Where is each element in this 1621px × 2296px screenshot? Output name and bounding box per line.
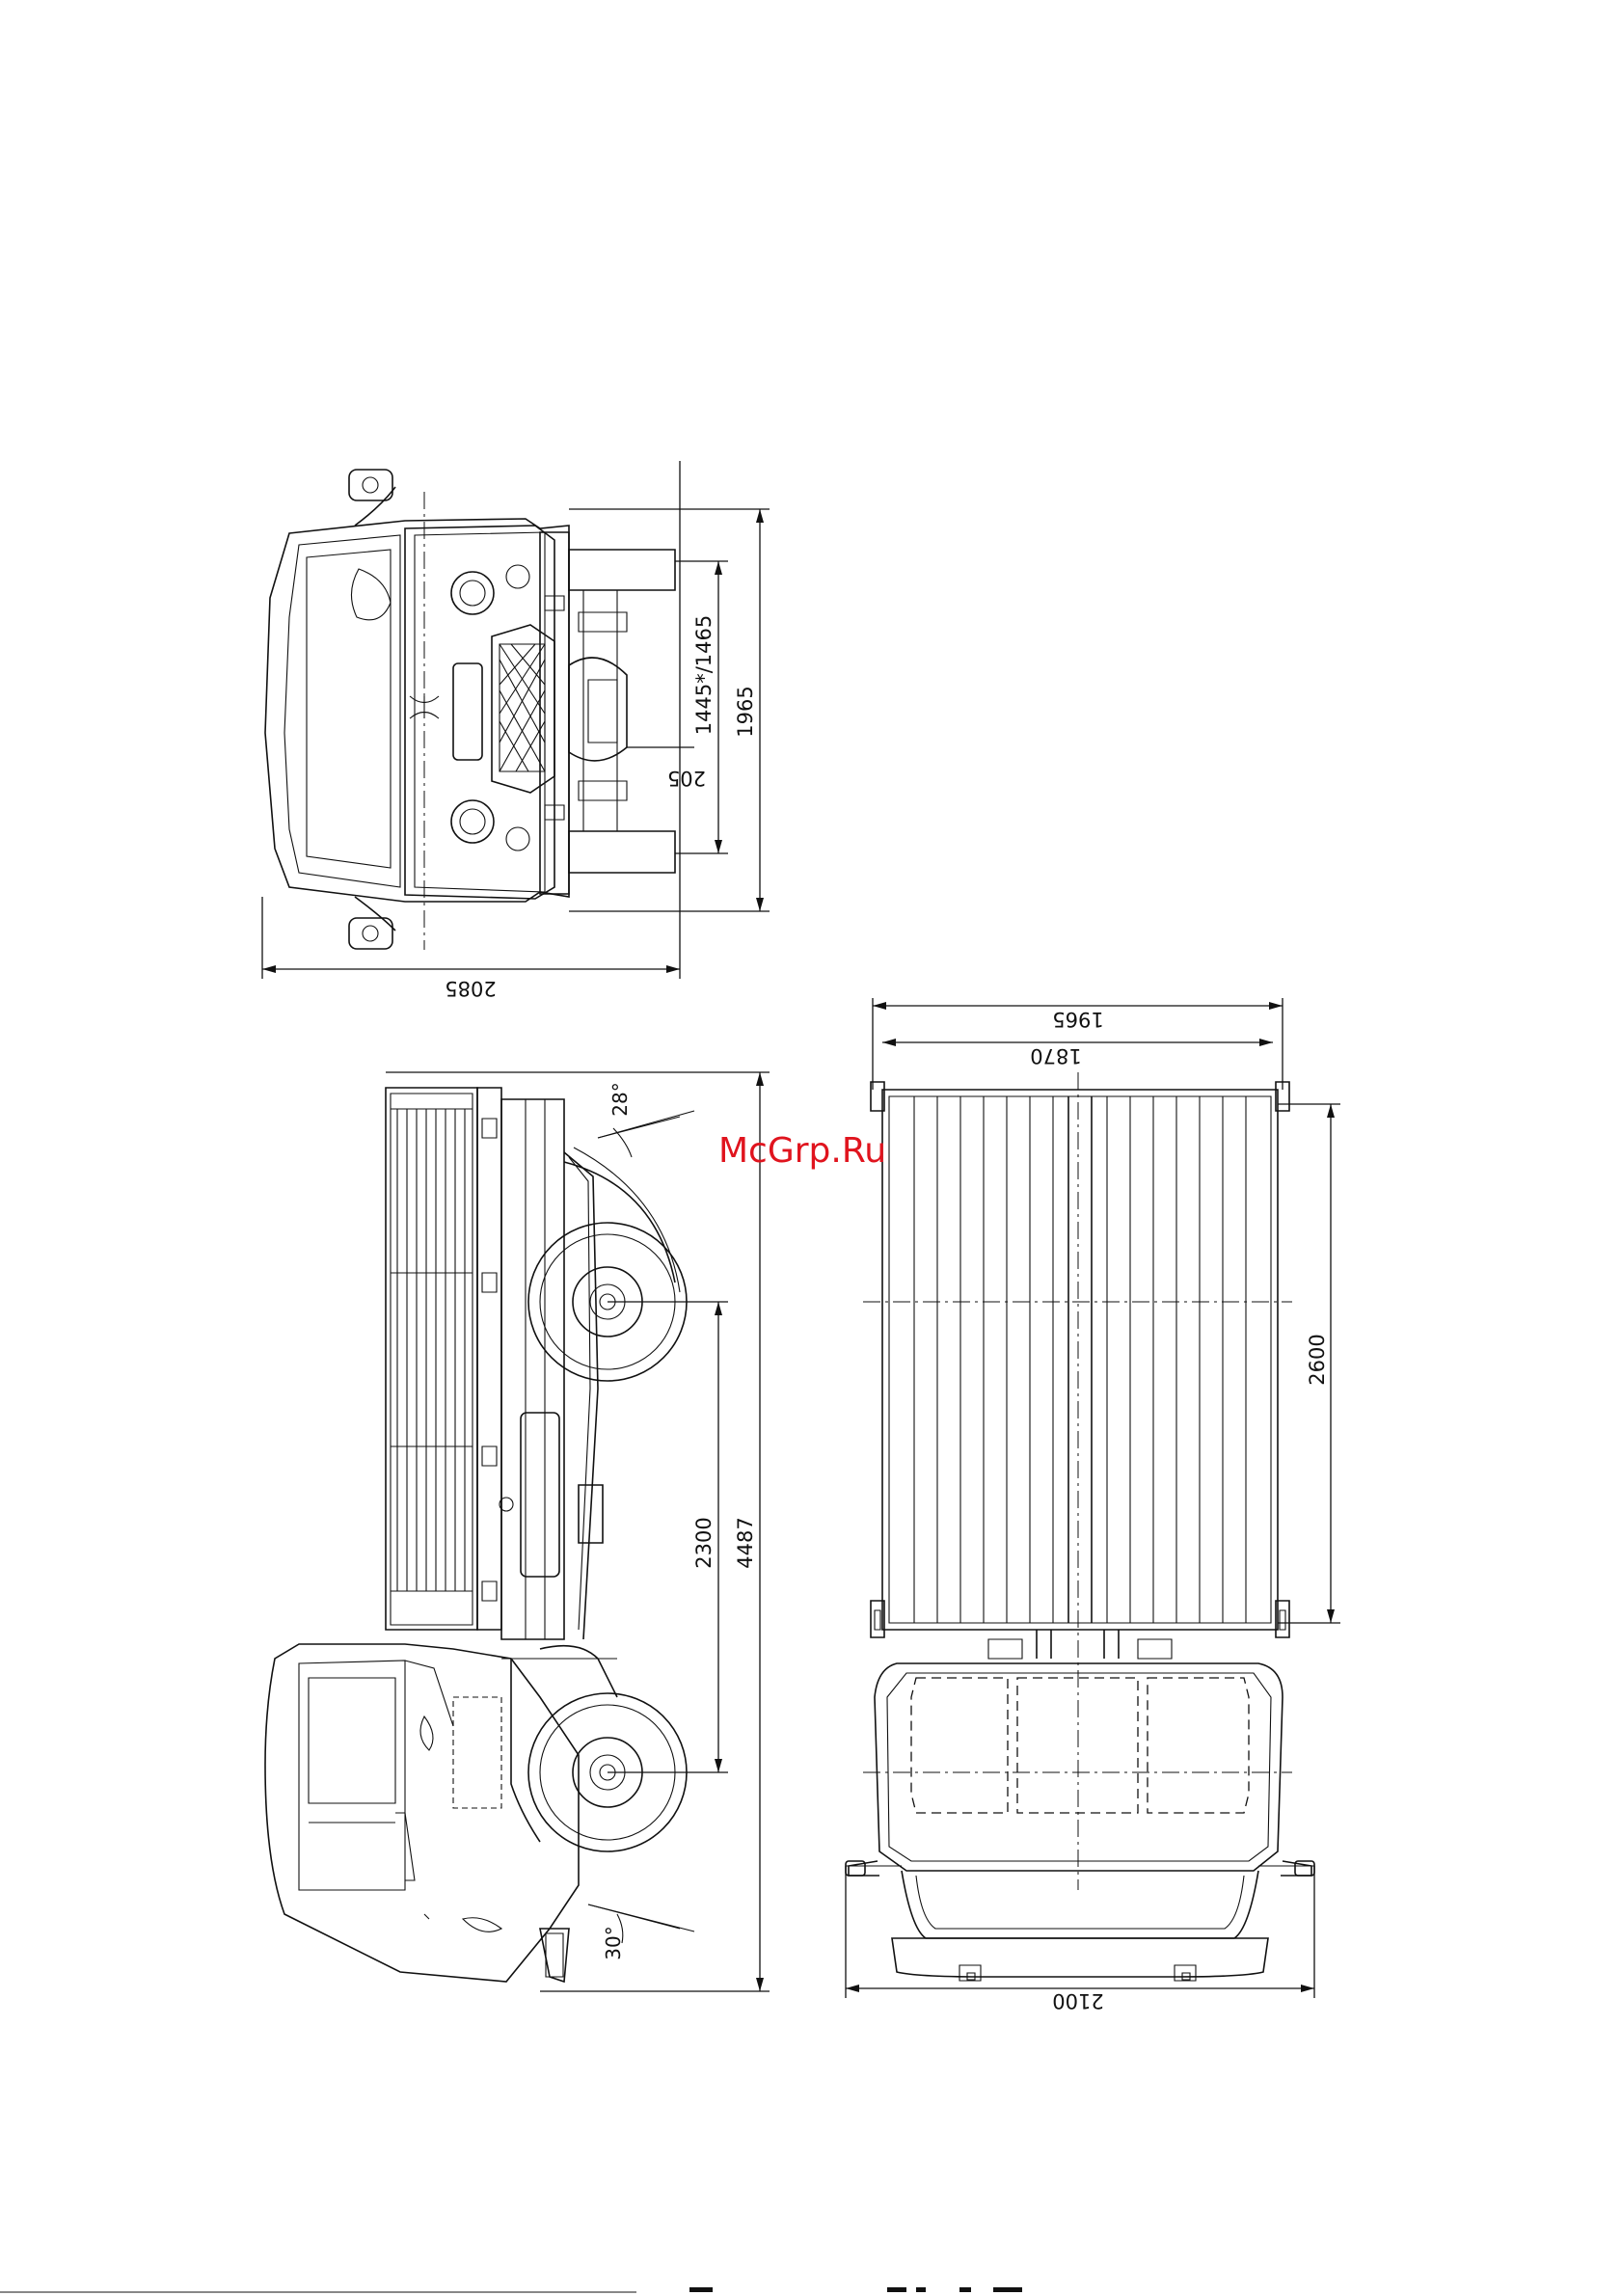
dim-mirror-offset: 205 [667,767,706,790]
dim-body-inner-width: 1870 [1030,1044,1081,1067]
dim-overall-length: 4487 [734,1517,757,1568]
side-view-labels: 4487 2300 28° 30° [602,1082,757,1959]
dim-height: 1965 [734,686,757,737]
side-view [265,1088,687,1982]
dim-body-length: 2600 [1306,1334,1329,1385]
top-view [846,1072,1314,1981]
dim-wheelbase: 2300 [692,1517,716,1568]
scan-edge [0,2287,1022,2292]
dim-overall-width: 2085 [445,977,496,1000]
watermark: McGrp.Ru [718,1131,886,1171]
dim-mirror-width: 2100 [1052,1989,1103,2012]
angle-approach: 30° [602,1926,625,1959]
dim-track: 1445*/1465 [692,615,716,735]
front-view [265,470,675,950]
dim-body-outer-width: 1965 [1052,1008,1103,1031]
angle-departure: 28° [608,1082,632,1116]
